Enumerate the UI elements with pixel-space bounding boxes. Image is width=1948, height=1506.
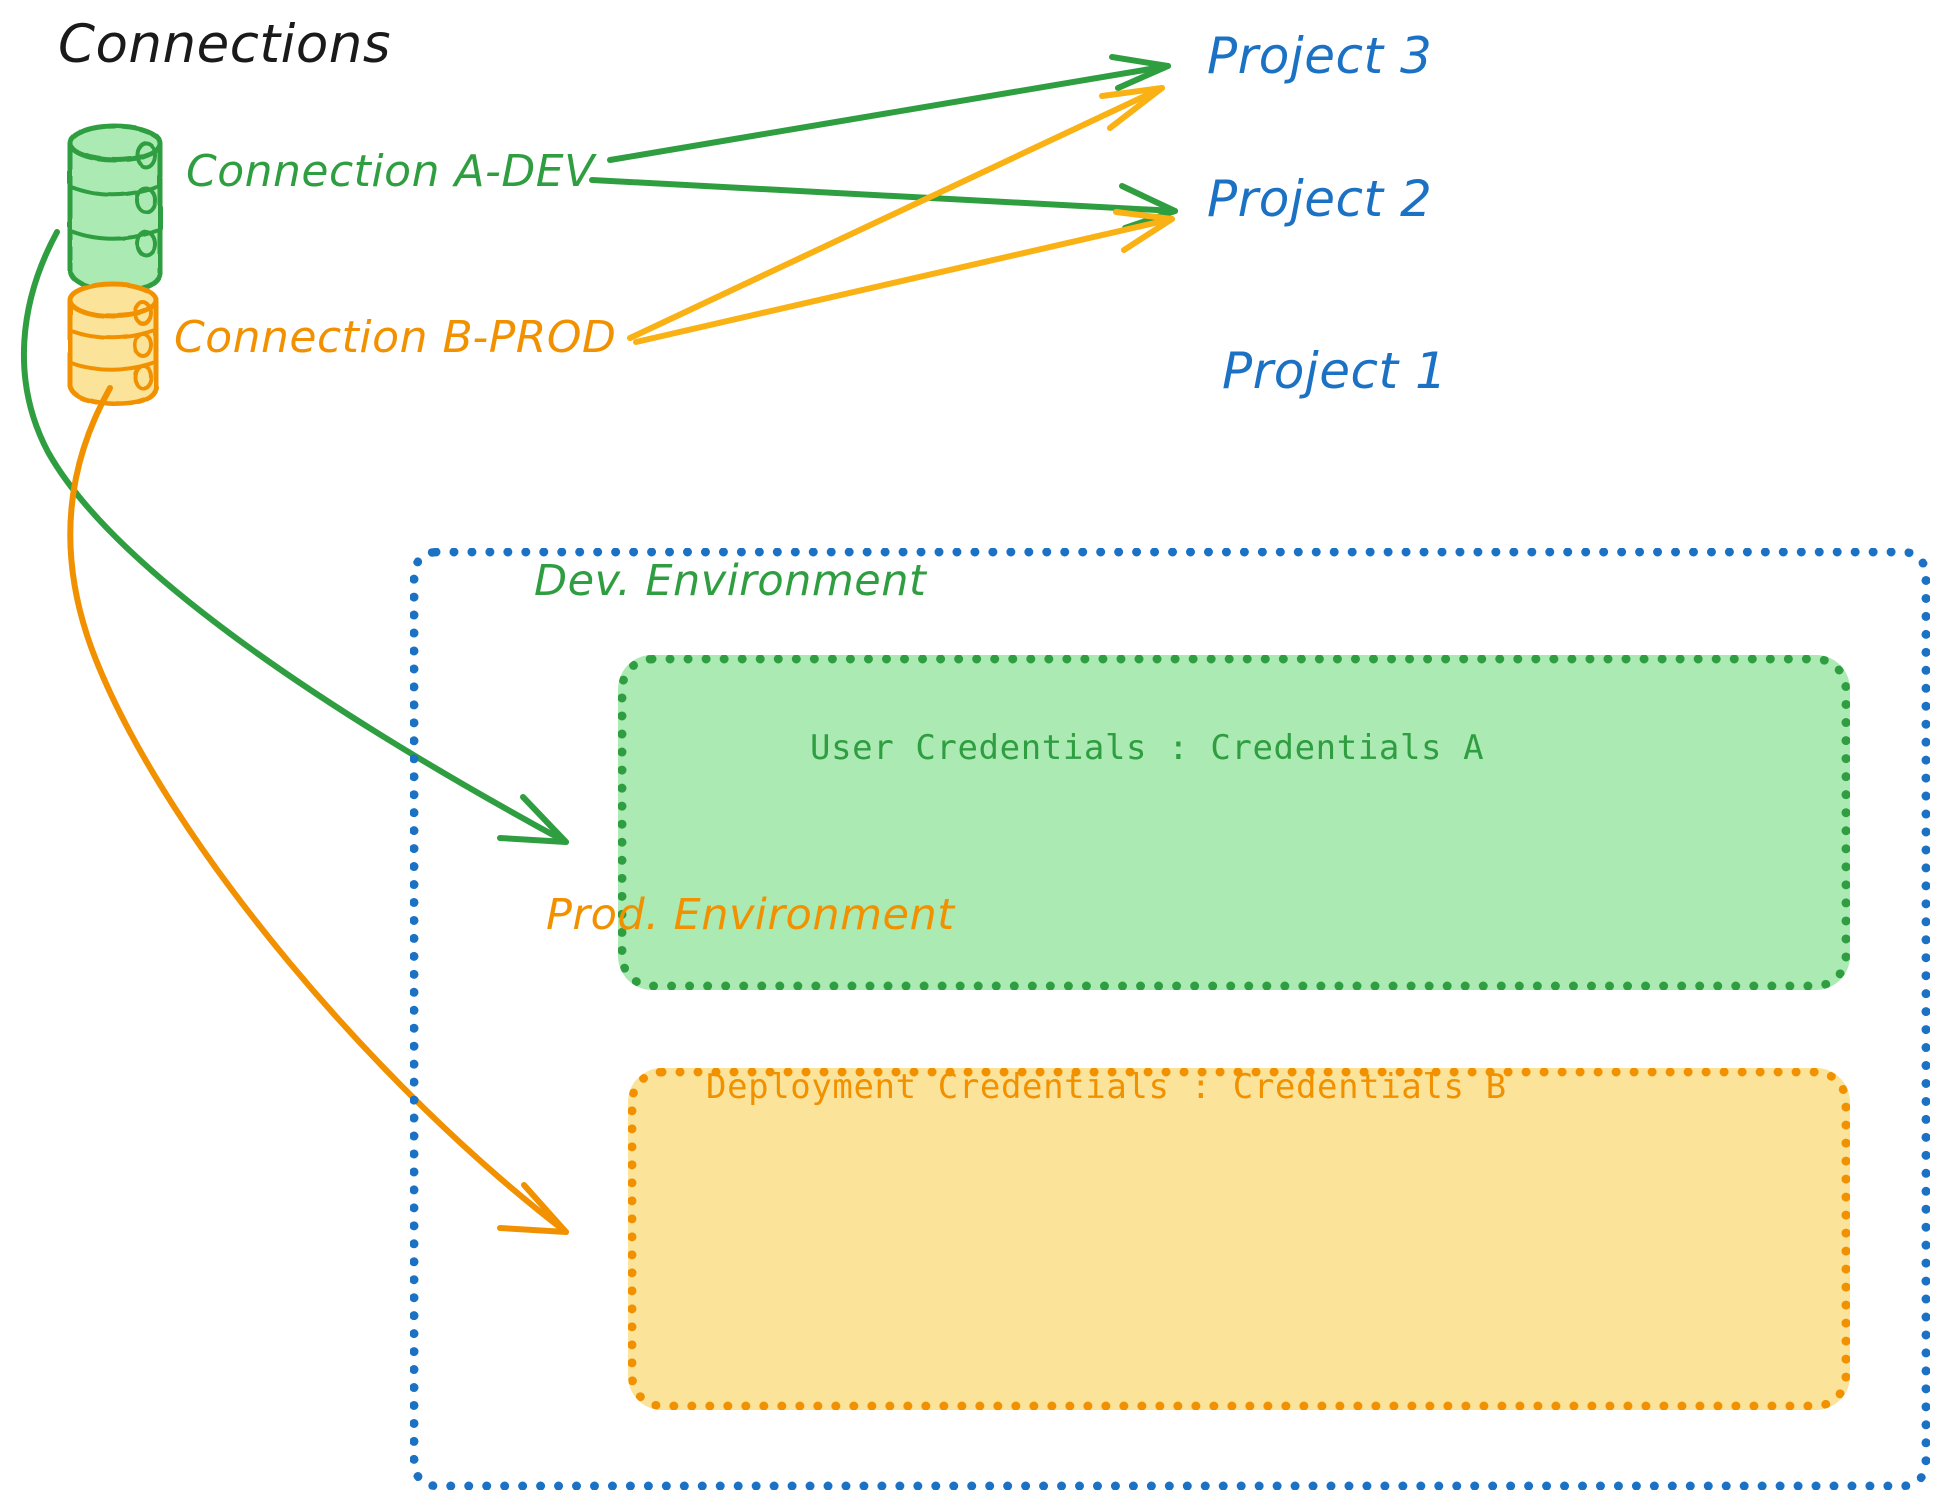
arrow-b-prod-to-project-2	[633, 209, 1175, 345]
connection-b-label[interactable]: Connection B-PROD	[174, 312, 617, 363]
prod-environment-credentials: Deployment Credentials : Credentials B	[706, 1067, 1507, 1107]
arrow-a-dev-to-project-3	[607, 54, 1171, 163]
project-1-label[interactable]: Project 1	[1222, 342, 1448, 400]
dev-environment-credentials: User Credentials : Credentials A	[810, 728, 1485, 768]
dev-environment-box[interactable]	[618, 655, 1850, 990]
prod-environment-box[interactable]	[628, 1068, 1850, 1410]
arrow-b-prod-to-project-3	[627, 85, 1165, 341]
prod-environment-title: Prod. Environment	[546, 890, 955, 940]
project-3-label[interactable]: Project 3	[1207, 27, 1433, 85]
database-cylinder-icon-orange	[67, 281, 159, 407]
project-2-label[interactable]: Project 2	[1207, 170, 1433, 228]
dev-environment-title: Dev. Environment	[534, 556, 927, 606]
page-title: Connections	[58, 14, 391, 75]
arrow-a-dev-to-project-2	[589, 177, 1178, 231]
project-1-container[interactable]	[410, 548, 1930, 1490]
connection-a-label[interactable]: Connection A-DEV	[186, 146, 595, 197]
database-cylinder-icon-green	[67, 123, 163, 293]
